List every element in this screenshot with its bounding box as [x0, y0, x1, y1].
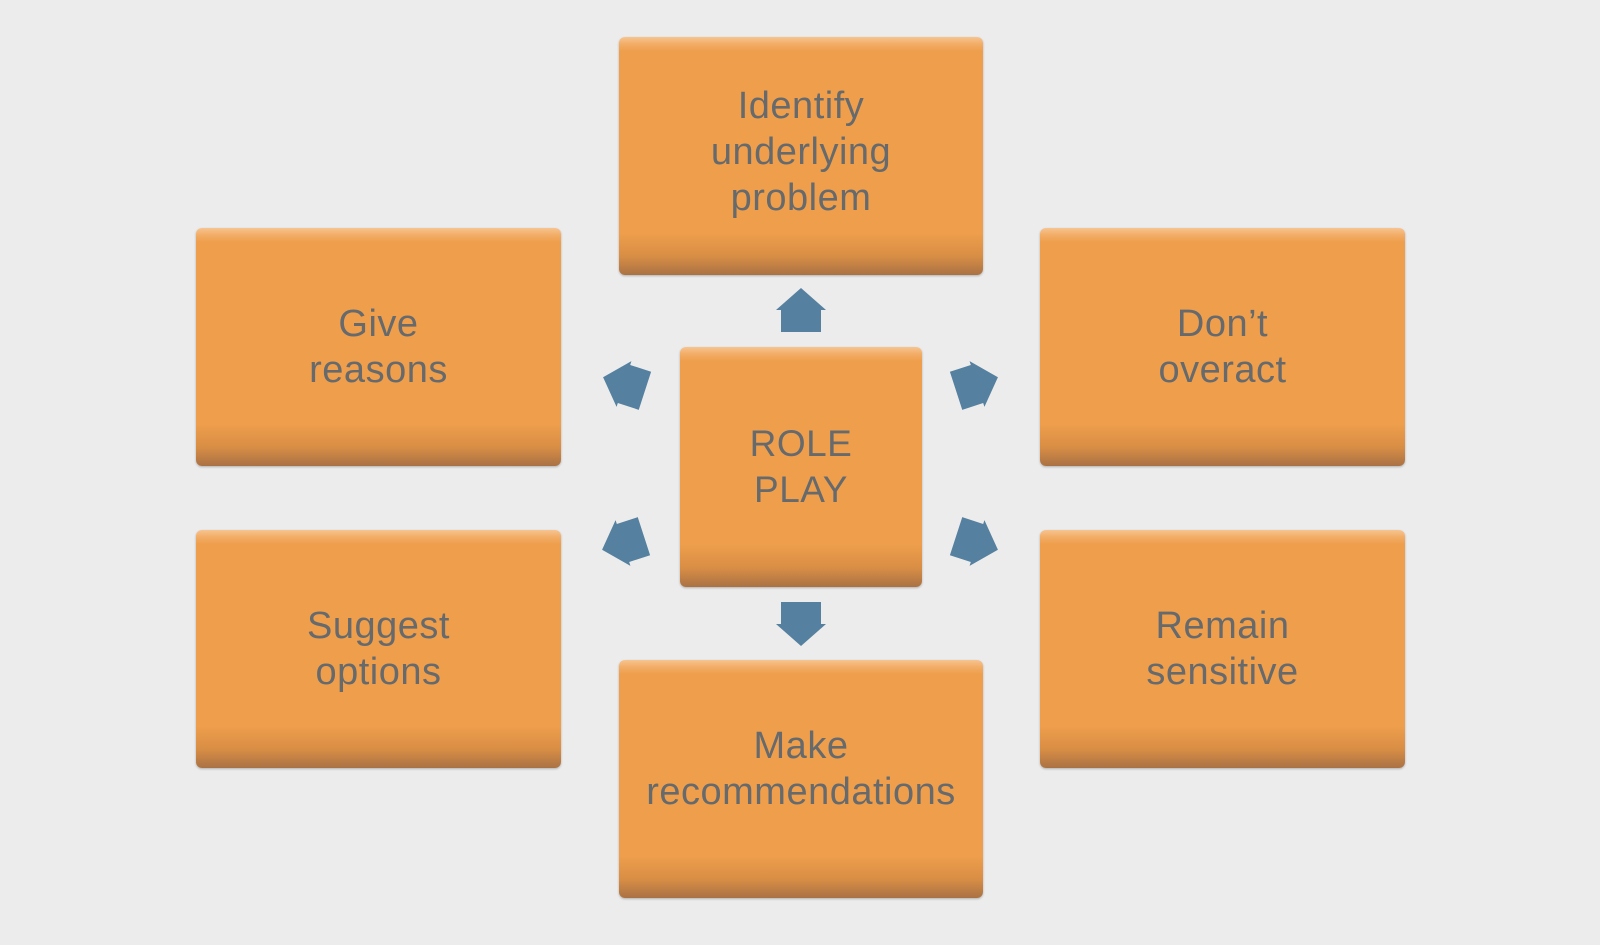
node-label: Remain sensitive — [1146, 605, 1299, 693]
node-label: Don’t overact — [1158, 303, 1287, 391]
center-node-role-play: ROLE PLAY — [680, 347, 922, 587]
node-suggest-options: Suggest options — [196, 530, 561, 768]
node-dont-overact: Don’t overact — [1040, 228, 1405, 466]
node-label: Give reasons — [309, 303, 448, 391]
arrow-upper-right-icon — [949, 361, 998, 410]
arrow-upper-left-icon — [603, 361, 652, 410]
arrow-lower-left-icon — [602, 517, 651, 566]
node-label: Suggest options — [307, 605, 450, 693]
arrow-up-icon — [776, 288, 826, 332]
arrow-down-icon — [776, 602, 826, 646]
node-remain-sensitive: Remain sensitive — [1040, 530, 1405, 768]
node-label: Make recommendations — [646, 725, 956, 813]
node-give-reasons: Give reasons — [196, 228, 561, 466]
arrow-lower-right-icon — [949, 517, 998, 566]
node-identify-underlying-problem: Identify underlying problem — [619, 37, 983, 275]
node-make-recommendations: Make recommendations — [619, 660, 983, 898]
node-label: Identify underlying problem — [710, 85, 892, 219]
center-label: ROLE PLAY — [749, 423, 853, 510]
